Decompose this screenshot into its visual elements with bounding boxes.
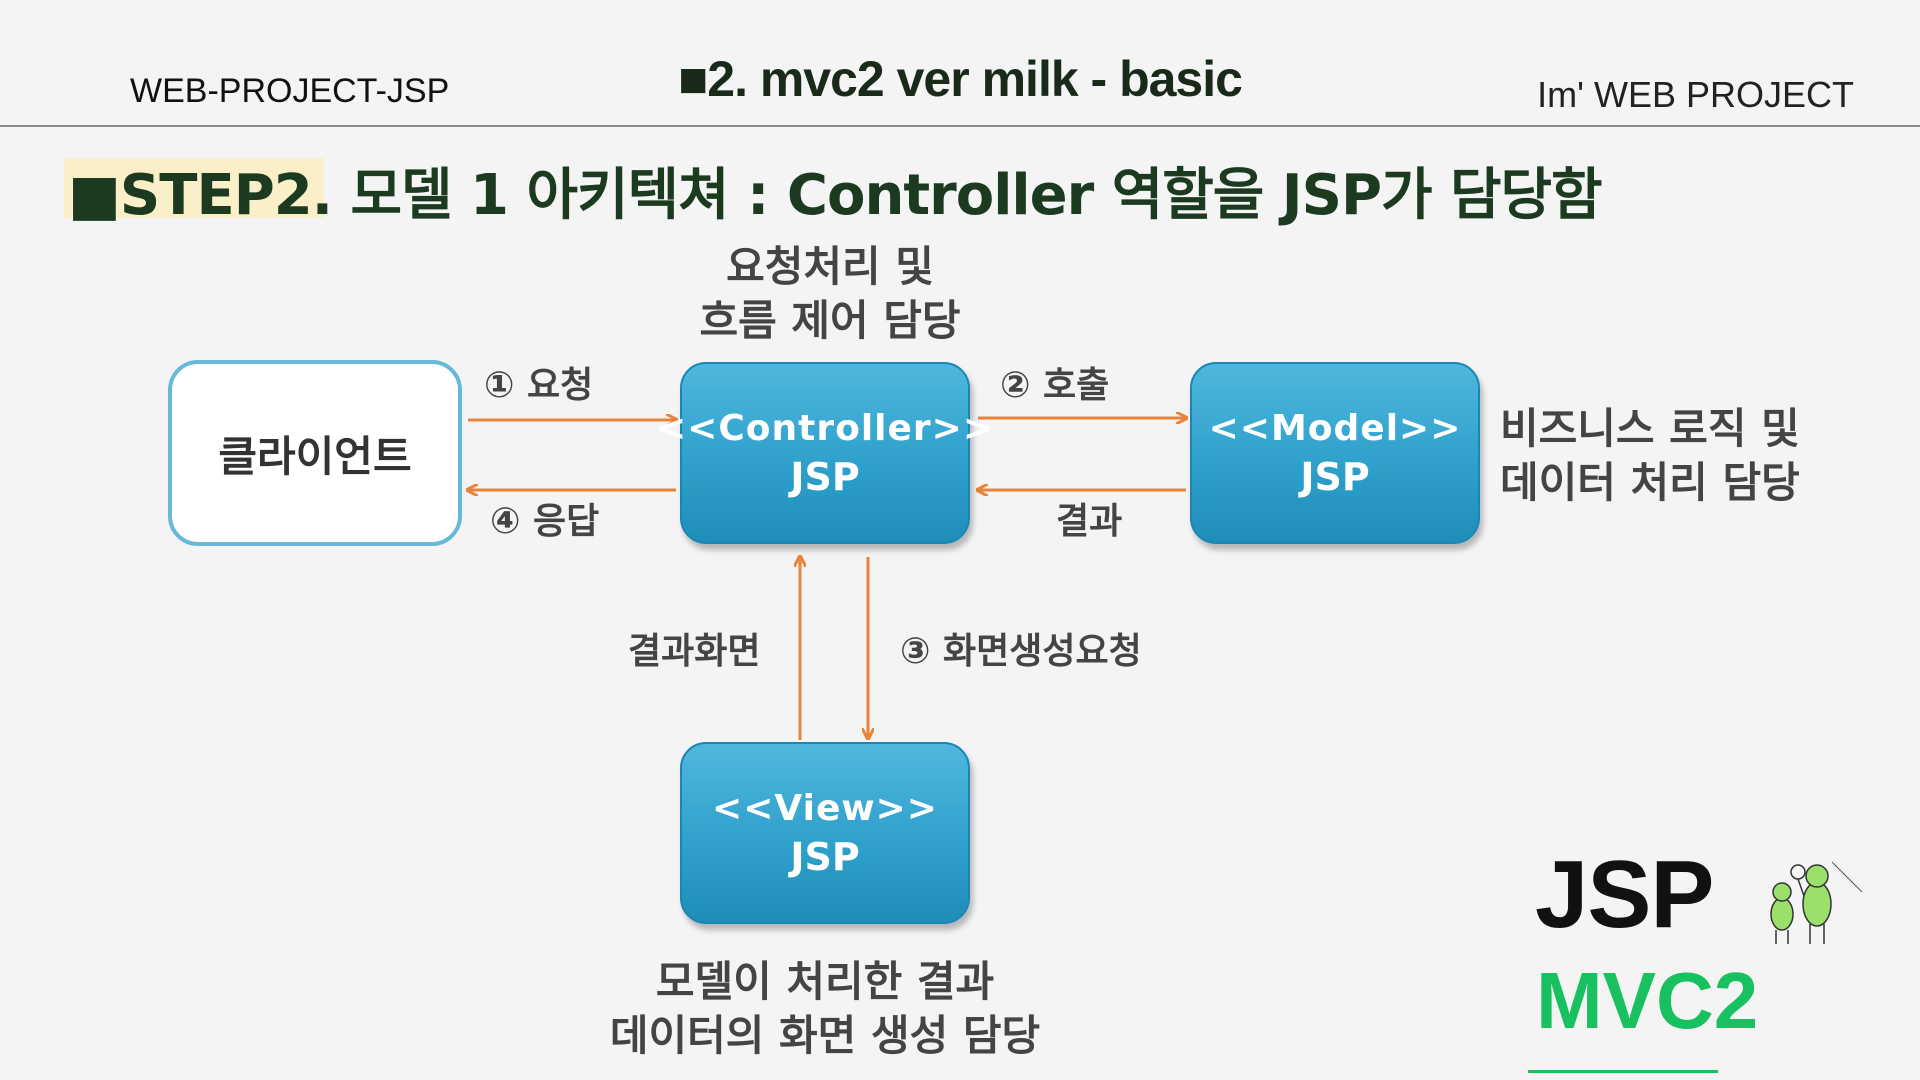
brand-jsp: JSP: [1535, 841, 1714, 948]
controller-box: <<Controller>> JSP: [656, 362, 993, 544]
model-desc-line-1: 비즈니스 로직 및: [1500, 404, 1800, 453]
brand-mvc2: MVC2: [1536, 956, 1759, 1045]
header-left-title: WEB-PROJECT-JSP: [130, 72, 450, 110]
label-result: 결과: [1056, 501, 1123, 542]
controller-desc-line-1: 요청처리 및: [726, 242, 934, 291]
step-title: ■STEP2. 모델 1 아키텍쳐 : Controller 역할을 JSP가 …: [68, 163, 1603, 228]
view-box: <<View>> JSP: [680, 742, 970, 924]
model-desc-line-2: 데이터 처리 담당: [1500, 458, 1800, 507]
label-result-screen: 결과화면: [628, 631, 761, 672]
controller-desc-line-2: 흐름 제어 담당: [699, 296, 961, 345]
step-highlight: [64, 158, 324, 218]
view-desc-line-1: 모델이 처리한 결과: [655, 957, 995, 1006]
label-call: ② 호출: [1000, 365, 1110, 406]
header-divider: [0, 125, 1920, 127]
client-box: 클라이언트: [168, 360, 462, 546]
controller-tech: JSP: [790, 454, 860, 499]
header-right-title: Im' WEB PROJECT: [1537, 74, 1854, 115]
label-request: ① 요청: [484, 365, 594, 406]
view-desc-line-2: 데이터의 화면 생성 담당: [609, 1011, 1041, 1060]
model-description: 비즈니스 로직 및 데이터 처리 담당: [1500, 402, 1800, 510]
model-stereotype: <<Model>>: [1208, 407, 1462, 449]
label-view-request: ③ 화면생성요청: [900, 631, 1142, 672]
controller-stereotype: <<Controller>>: [656, 407, 994, 449]
model-tech: JSP: [1300, 454, 1370, 499]
header-center-title: ■2. mvc2 ver milk - basic: [678, 51, 1243, 107]
label-response: ④ 응답: [490, 501, 600, 542]
view-description: 모델이 처리한 결과 데이터의 화면 생성 담당: [575, 955, 1075, 1063]
model-box: <<Model>> JSP: [1190, 362, 1480, 544]
mascot-illustration: [1770, 861, 1863, 944]
brand-underline: [1528, 1070, 1718, 1073]
controller-description: 요청처리 및 흐름 제어 담당: [620, 240, 1040, 348]
view-tech: JSP: [790, 834, 860, 879]
view-stereotype: <<View>>: [712, 787, 938, 829]
